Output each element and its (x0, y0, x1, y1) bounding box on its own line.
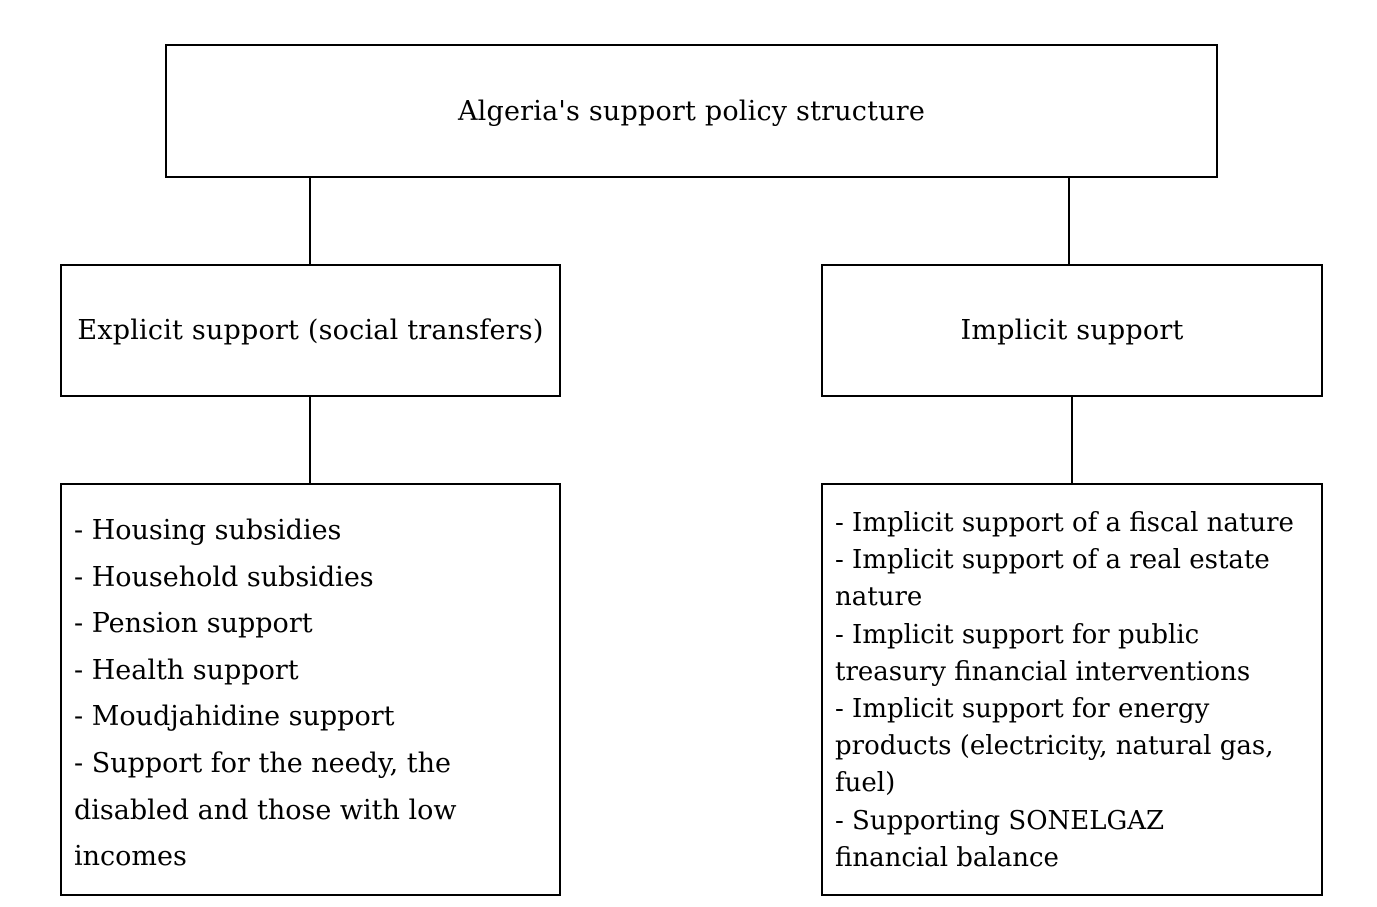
list-item: - Health support (74, 654, 299, 686)
list-item: - Support for the needy, the disabled an… (74, 747, 457, 873)
list-item: - Moudjahidine support (74, 701, 395, 733)
implicit-support-label: Implicit support (960, 315, 1184, 346)
implicit-support-items-box: - Implicit support of a fiscal nature - … (821, 483, 1323, 896)
implicit-support-list: - Implicit support of a fiscal nature - … (823, 485, 1321, 877)
list-item: - Household subsidies (74, 561, 374, 593)
list-item: - Implicit support of a fiscal nature (835, 508, 1294, 538)
list-item: - Implicit support of a real estate natu… (835, 545, 1270, 613)
implicit-support-node: Implicit support (821, 264, 1323, 397)
list-item: - Housing subsidies (74, 515, 342, 546)
list-item: - Supporting SONELGAZ financial balance (835, 805, 1165, 873)
list-item: - Implicit support for energy products (… (835, 694, 1274, 799)
connector-root-to-explicit (309, 177, 311, 265)
connector-implicit-to-list (1071, 395, 1073, 485)
list-item: - Implicit support for public treasury f… (835, 619, 1251, 687)
explicit-support-list: - Housing subsidies - Household subsidie… (62, 485, 559, 881)
connector-root-to-implicit (1068, 177, 1070, 265)
explicit-support-items-box: - Housing subsidies - Household subsidie… (60, 483, 561, 896)
explicit-support-node: Explicit support (social transfers) (60, 264, 561, 397)
list-item: - Pension support (74, 608, 313, 640)
root-node-label: Algeria's support policy structure (457, 95, 926, 127)
connector-explicit-to-list (309, 395, 311, 485)
explicit-support-label: Explicit support (social transfers) (77, 315, 544, 346)
root-node: Algeria's support policy structure (165, 44, 1218, 178)
